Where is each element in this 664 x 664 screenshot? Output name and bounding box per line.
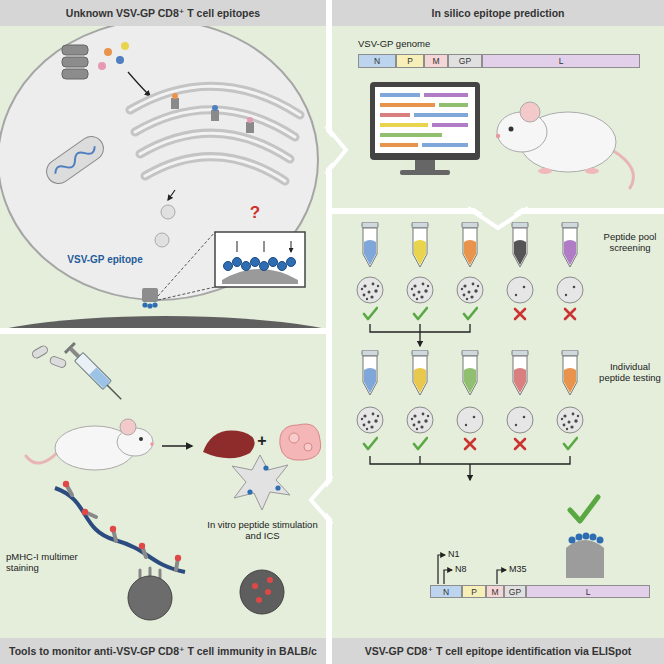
genome-segment: L	[482, 54, 640, 68]
genome-segment: P	[396, 54, 424, 68]
panel-heading: VSV-GP CD8⁺ T cell epitope identificatio…	[332, 638, 664, 664]
segment-label: N	[443, 587, 449, 597]
segment-label: M	[491, 587, 498, 597]
genome-segment: N	[430, 585, 462, 598]
segment-label: L	[586, 587, 591, 597]
panel-heading: In silico epitope prediction	[332, 0, 664, 26]
method-label: In vitro peptide stimulation and ICS	[205, 520, 320, 542]
step-label: Individual peptide testing	[598, 362, 662, 384]
genome-segment: P	[462, 585, 486, 598]
segment-label: L	[559, 56, 564, 66]
segment-label: P	[471, 587, 477, 597]
genome-segment: N	[358, 54, 396, 68]
panel: Tools to monitor anti-VSV-GP CD8⁺ T cell…	[0, 334, 326, 664]
genome-segment: L	[526, 585, 650, 598]
panel: In silico epitope predictionN P M GP L	[332, 0, 664, 208]
method-label: pMHC-I multimer staining	[6, 552, 88, 574]
segment-label: P	[407, 56, 413, 66]
epitope-name: N8	[455, 564, 477, 574]
panel-heading: Unknown VSV-GP CD8⁺ T cell epitopes	[0, 0, 326, 26]
epitope-label: VSV-GP epitope	[50, 254, 160, 266]
question-mark: ?	[244, 203, 266, 223]
genome-segment: GP	[504, 585, 526, 598]
genome-segment: M	[486, 585, 504, 598]
step-label: Peptide pool screening	[598, 232, 662, 254]
panel-heading: Tools to monitor anti-VSV-GP CD8⁺ T cell…	[0, 638, 326, 664]
genome-segment: M	[424, 54, 448, 68]
genome-label: VSV-GP genome	[358, 39, 478, 50]
genome-segment: GP	[448, 54, 482, 68]
panel: VSV-GP CD8⁺ T cell epitope identificatio…	[332, 214, 664, 664]
segment-label: M	[432, 56, 439, 66]
segment-label: GP	[459, 56, 471, 66]
segment-label: GP	[509, 587, 521, 597]
epitope-name: M35	[509, 564, 537, 574]
segment-label: N	[374, 56, 380, 66]
plus-sign: +	[253, 432, 271, 450]
epitope-name: N1	[448, 549, 470, 559]
panel: Unknown VSV-GP CD8⁺ T cell epitopes	[0, 0, 326, 328]
